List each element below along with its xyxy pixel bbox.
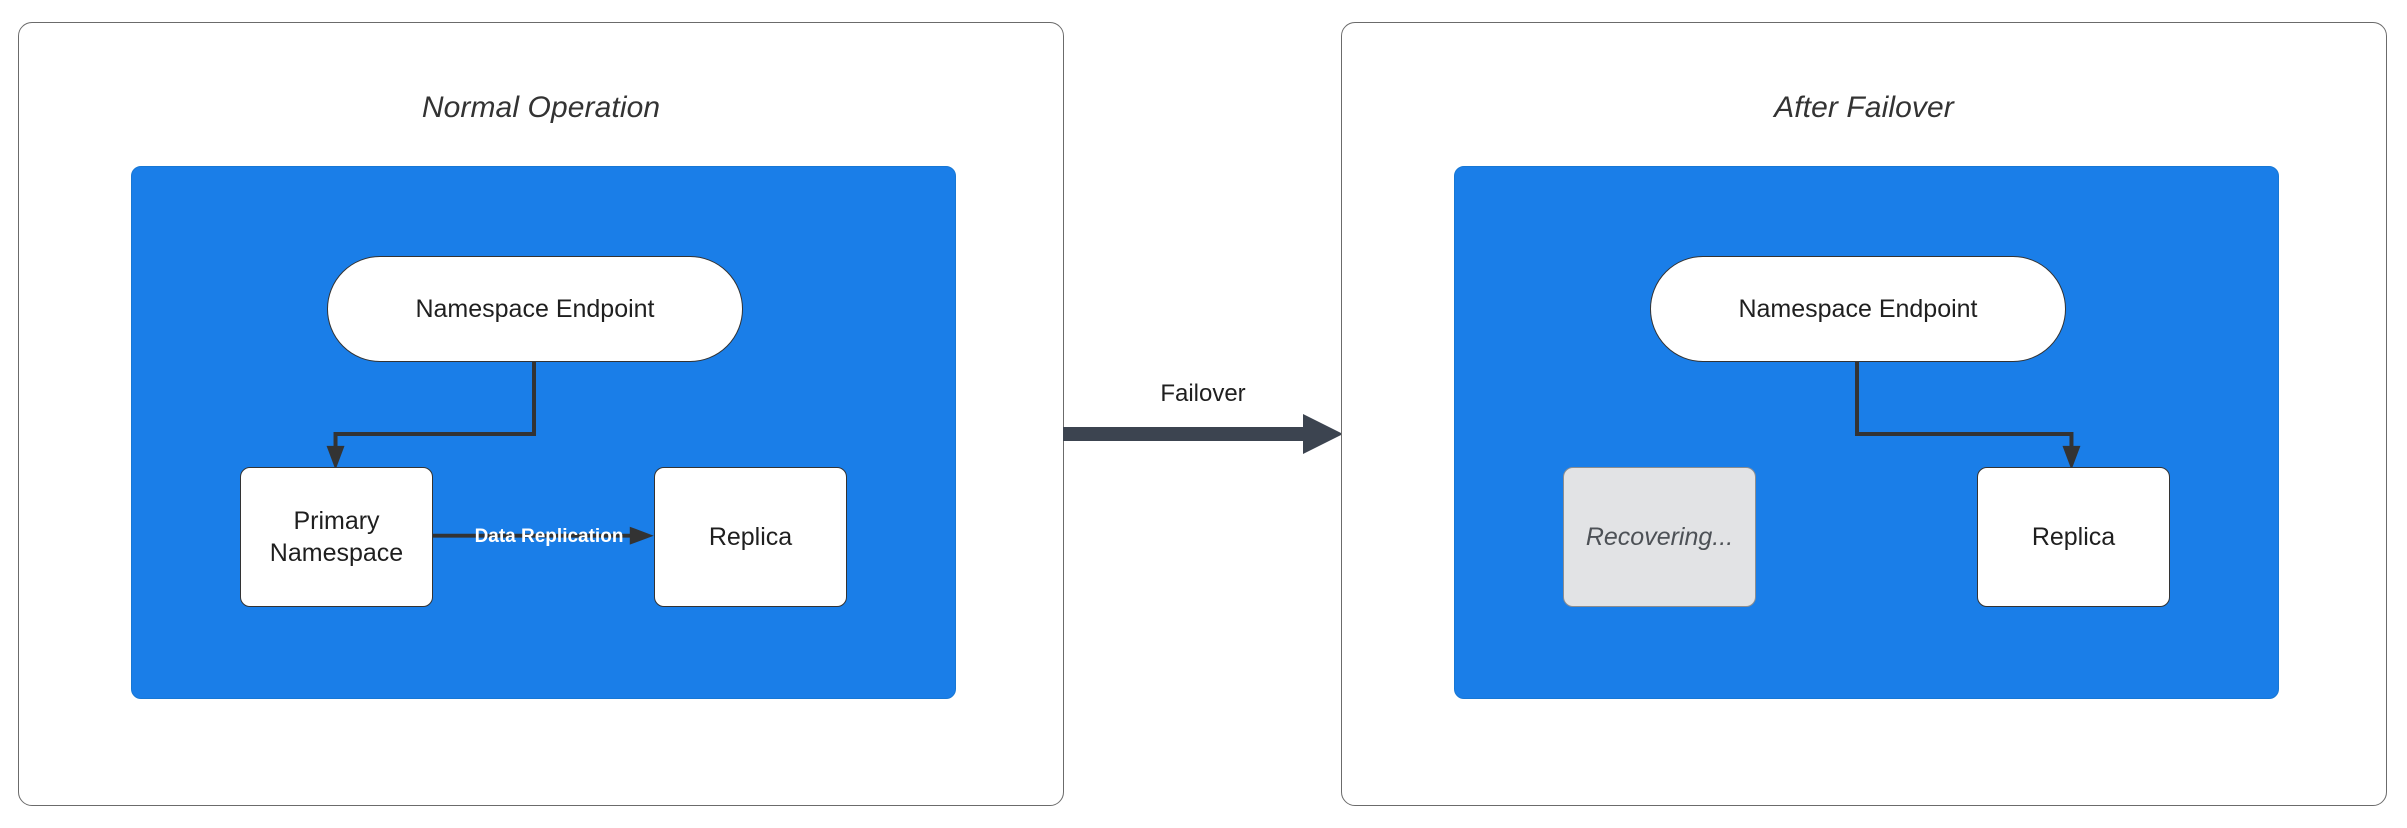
node-label-line2: Namespace — [269, 539, 404, 567]
panel-normal-operation: Normal Operation Namespace Endpoint Prim… — [18, 22, 1064, 806]
cluster-normal-operation — [131, 166, 956, 699]
edge-label-data-replication: Data Replication — [474, 526, 624, 547]
failover-transition: Failover — [1063, 380, 1343, 460]
node-replica-failover[interactable]: Replica — [1977, 467, 2170, 607]
node-label: Primary Namespace — [270, 505, 403, 569]
panel-title-normal-operation: Normal Operation — [421, 91, 661, 124]
node-namespace-endpoint-failover[interactable]: Namespace Endpoint — [1650, 256, 2066, 362]
failover-arrow-icon — [1063, 414, 1343, 454]
panel-after-failover: After Failover Namespace Endpoint Recove… — [1341, 22, 2387, 806]
node-label: Replica — [708, 523, 793, 551]
panel-title-after-failover: After Failover — [1774, 91, 1954, 124]
node-label: Namespace Endpoint — [1738, 295, 1978, 323]
node-label: Namespace Endpoint — [415, 295, 655, 323]
failover-label: Failover — [1160, 380, 1246, 407]
node-namespace-endpoint-normal[interactable]: Namespace Endpoint — [327, 256, 743, 362]
node-recovering[interactable]: Recovering... — [1563, 467, 1756, 607]
cluster-after-failover — [1454, 166, 2279, 699]
node-label-line1: Primary — [293, 507, 380, 535]
node-label: Replica — [2031, 523, 2116, 551]
node-replica-normal[interactable]: Replica — [654, 467, 847, 607]
node-label: Recovering... — [1585, 523, 1734, 551]
node-primary-namespace[interactable]: Primary Namespace — [240, 467, 433, 607]
